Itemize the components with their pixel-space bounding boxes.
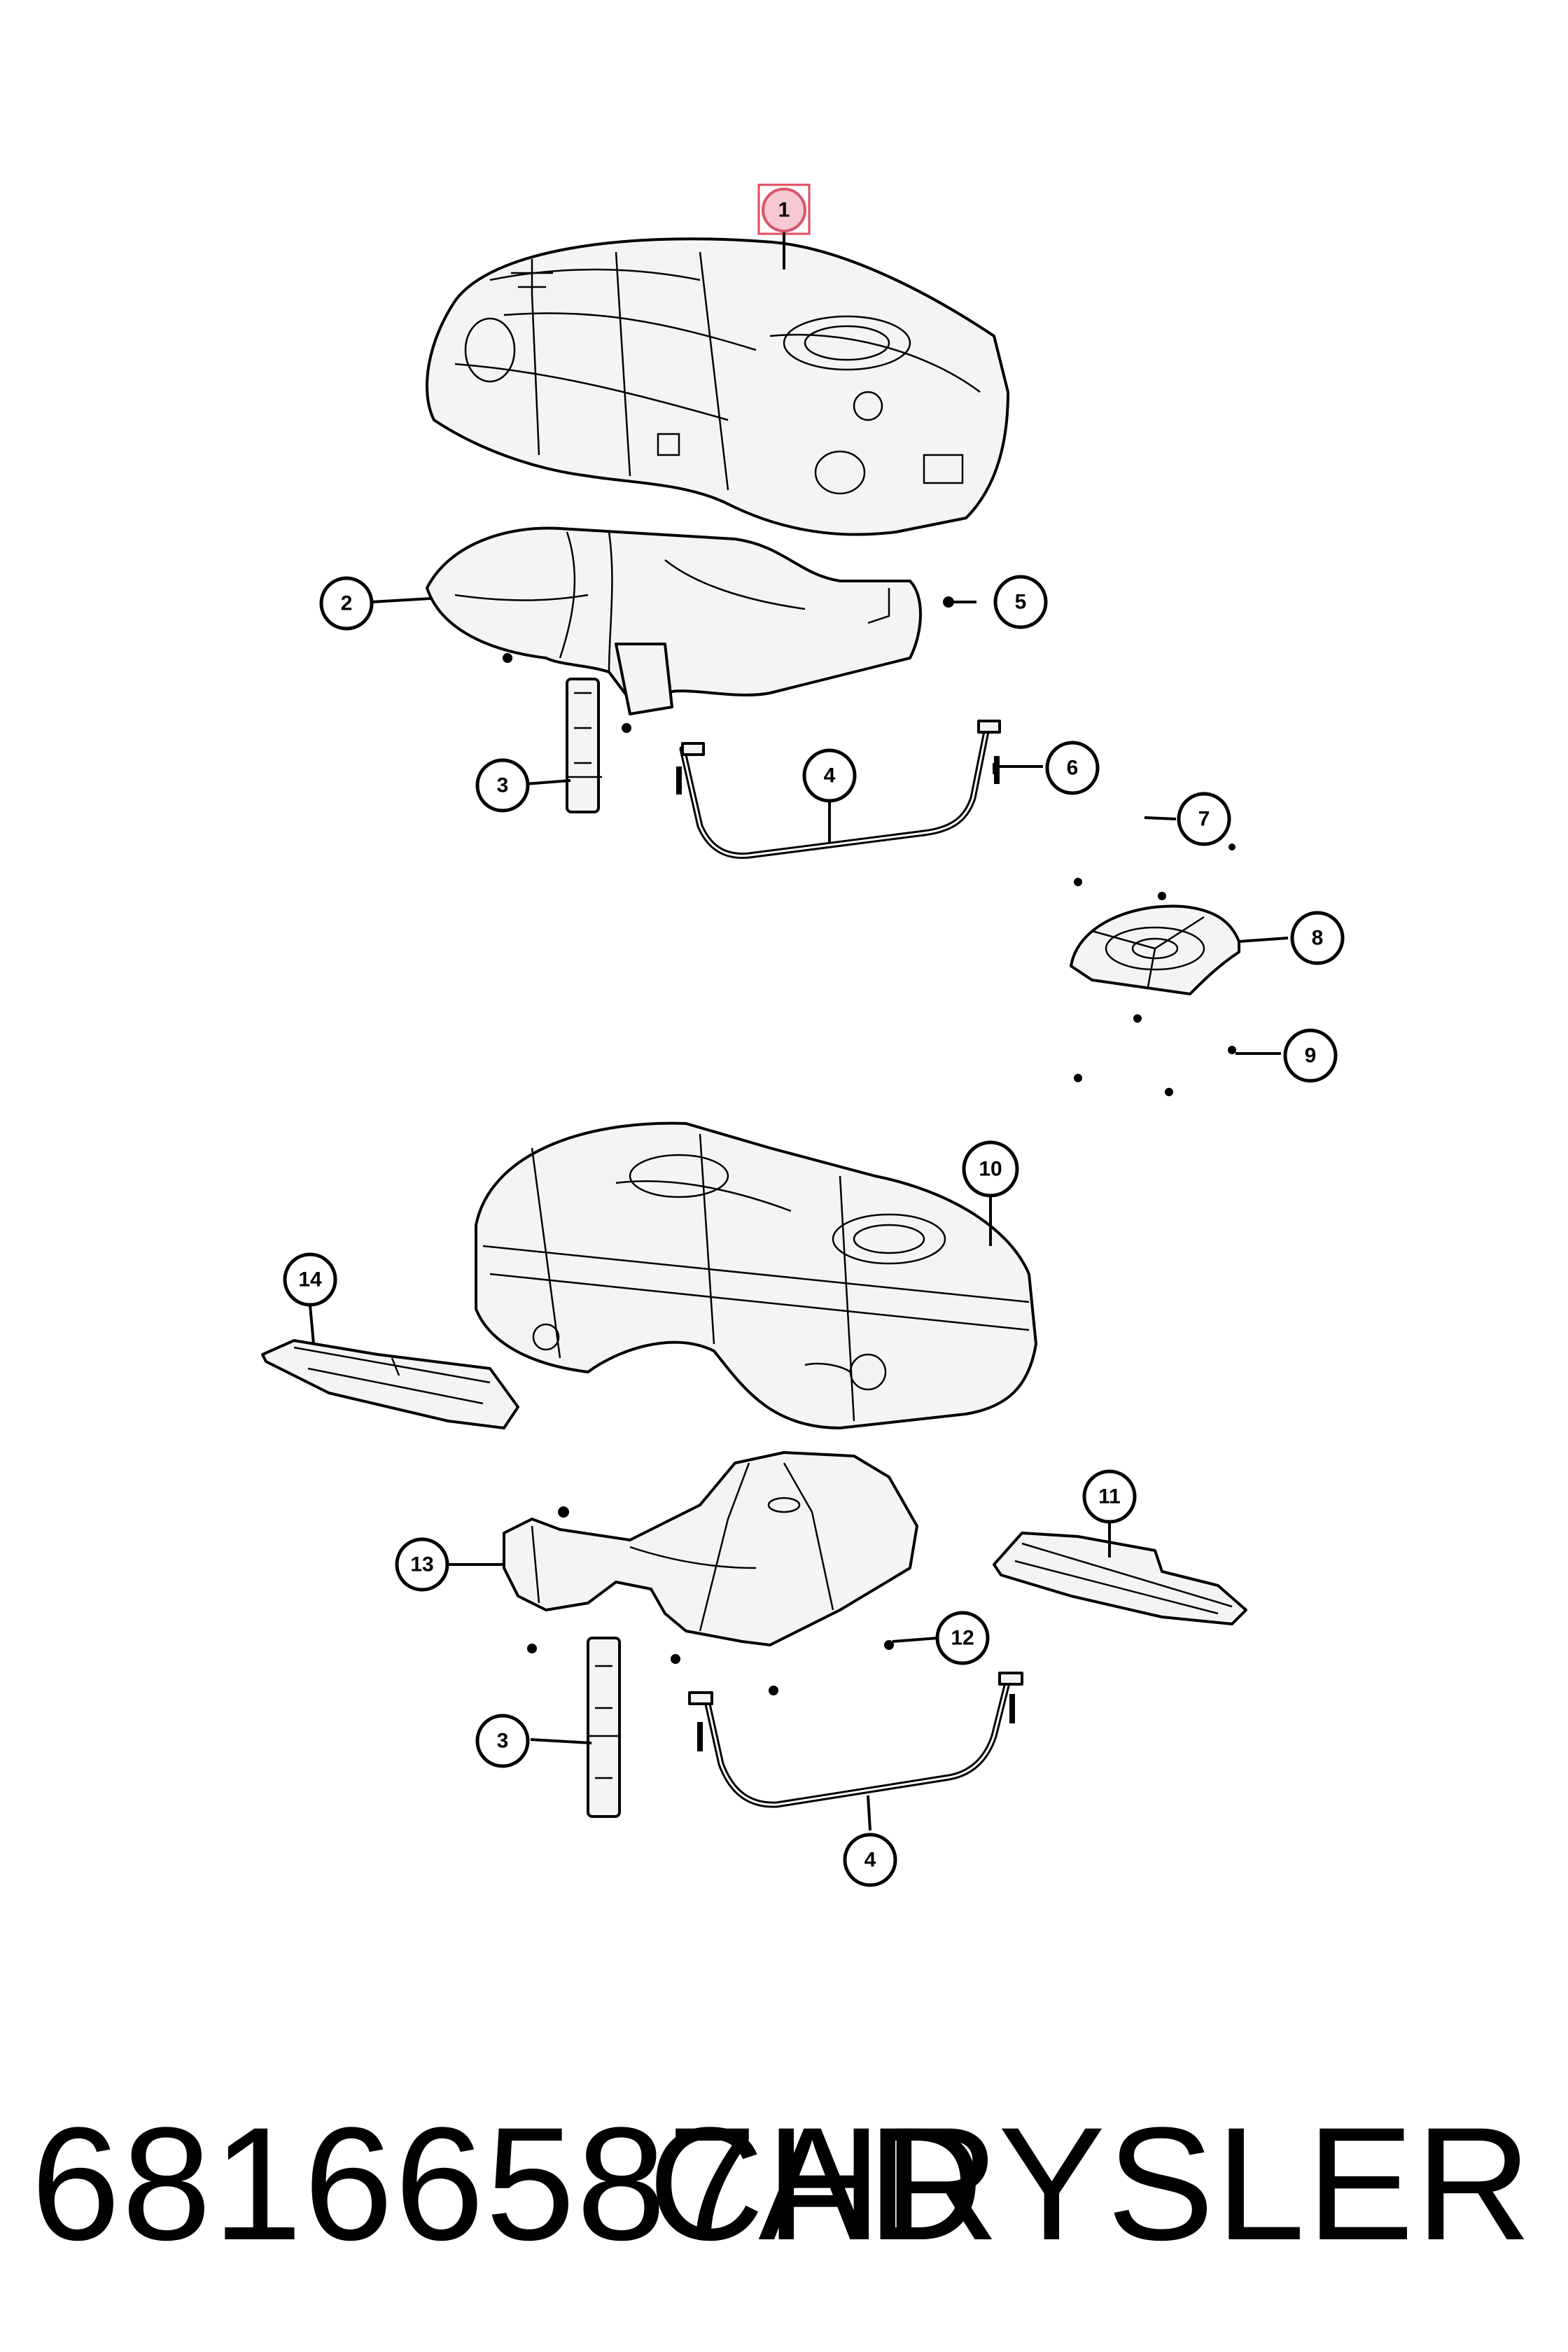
callout-3-lower-label: 3	[497, 1730, 509, 1753]
callout-11: 11	[1082, 1469, 1137, 1524]
callout-7-label: 7	[1198, 808, 1210, 831]
heat-shield-right	[993, 1532, 1247, 1625]
callout-9-label: 9	[1305, 1044, 1317, 1068]
callout-10: 10	[962, 1140, 1019, 1198]
tank-strap-lower	[688, 1672, 1023, 1808]
callout-13: 13	[395, 1537, 449, 1592]
part-caption: 68166587AD CHRYSLER	[0, 2072, 1568, 2296]
callout-8-label: 8	[1312, 927, 1324, 950]
brand-name: CHRYSLER	[648, 2094, 1533, 2274]
callout-3-lower: 3	[475, 1714, 530, 1768]
sender-bracket-upper	[566, 678, 602, 813]
leader-lines	[309, 231, 1289, 1831]
callout-11-label: 11	[1098, 1485, 1121, 1508]
callout-6: 6	[1045, 741, 1100, 795]
callout-10-label: 10	[979, 1158, 1002, 1181]
fuel-tank-upper	[426, 237, 1009, 536]
callout-6-label: 6	[1067, 757, 1079, 780]
callout-4-lower-label: 4	[864, 1849, 876, 1872]
heat-shield-left	[261, 1339, 519, 1429]
lock-ring-cover	[1070, 844, 1240, 1096]
fuel-tank-lower	[475, 1121, 1037, 1429]
sender-bracket-lower	[587, 1637, 621, 1818]
callout-4-lower: 4	[843, 1833, 897, 1887]
callout-14: 14	[283, 1252, 337, 1307]
heat-shield-lower	[503, 1451, 918, 1695]
callout-14-label: 14	[298, 1268, 322, 1292]
exploded-parts-diagram: 1 2 3 4 5 6 7 8 9 10 11 12	[261, 183, 1345, 1887]
callout-4-upper-label: 4	[824, 764, 836, 788]
callout-2: 2	[319, 576, 374, 631]
part-number: 68166587AD	[31, 2094, 985, 2274]
callout-4-upper: 4	[802, 748, 857, 803]
callout-9: 9	[1283, 1028, 1338, 1083]
callout-8: 8	[1290, 911, 1345, 965]
callout-7: 7	[1177, 792, 1231, 846]
callout-12: 12	[935, 1611, 990, 1665]
callout-3-upper: 3	[475, 758, 530, 813]
callout-3-upper-label: 3	[497, 774, 509, 797]
heat-shield-upper	[426, 526, 922, 733]
callout-5: 5	[993, 575, 1048, 629]
callout-1-label: 1	[778, 199, 790, 222]
callout-5-label: 5	[1015, 591, 1027, 614]
tank-strap-upper	[676, 720, 1001, 859]
callout-1: 1	[762, 188, 806, 232]
bolt-6	[993, 763, 998, 774]
nut-5	[943, 596, 954, 608]
callout-12-label: 12	[951, 1627, 974, 1650]
callout-2-label: 2	[341, 592, 353, 615]
callout-13-label: 13	[410, 1553, 433, 1576]
